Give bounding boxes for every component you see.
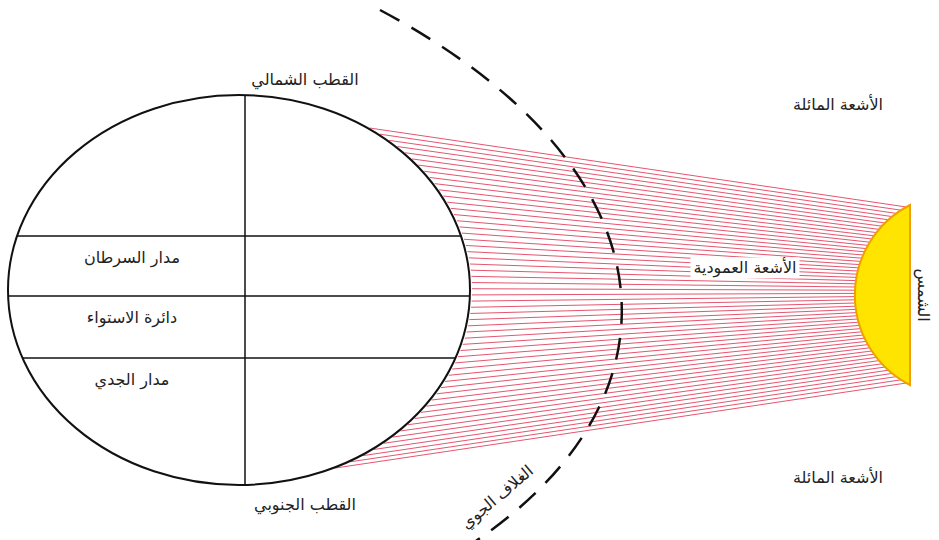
sun-ray — [335, 383, 906, 468]
atmosphere-arc — [380, 10, 622, 540]
sun-ray — [472, 293, 855, 295]
sun-ray — [447, 202, 868, 245]
diagram-label: مدار الجدي — [92, 369, 173, 390]
globe-lines — [8, 95, 470, 485]
sun-ray — [472, 289, 855, 290]
sun-ray — [461, 322, 859, 350]
sun-ray — [405, 153, 889, 220]
sun-ray — [471, 300, 855, 307]
sun-ray — [467, 313, 857, 332]
latitude-line — [23, 357, 456, 359]
sun-ray — [466, 245, 859, 267]
diagram-label: الأشعة المائلة — [790, 94, 886, 115]
sun-ray — [457, 221, 863, 255]
sun-ray — [454, 215, 865, 252]
rotated-label: الغلاف الجوي — [454, 458, 540, 535]
earth-globe — [8, 95, 470, 485]
sun-ray — [384, 370, 889, 443]
latitude-line — [17, 235, 461, 237]
sun-ray — [464, 239, 860, 264]
diagram-label: الأشعة العمودية — [690, 257, 799, 278]
sun-ray — [393, 367, 886, 437]
sun-ray — [472, 283, 855, 287]
diagram-label: مدار السرطان — [81, 247, 183, 268]
sun-ray — [363, 377, 897, 456]
sun-ray — [370, 128, 907, 207]
sun-ray — [421, 354, 874, 412]
sun-ray — [424, 171, 879, 229]
sun-ray — [350, 380, 901, 462]
diagram-label: الأشعة المائلة — [790, 467, 886, 488]
sun-ray — [439, 190, 872, 239]
sun-ray — [468, 309, 856, 325]
diagram-label: دائرة الاستواء — [84, 307, 180, 328]
diagram-label: القطب الشمالي — [248, 69, 361, 90]
sun-disc — [855, 205, 910, 385]
sun-ray — [462, 233, 861, 261]
sun-ray — [465, 316, 857, 338]
sun-ray — [374, 373, 892, 449]
diagram-label: القطب الجنوبي — [251, 494, 359, 515]
sun-ray — [472, 297, 855, 301]
sun-rays — [335, 128, 906, 468]
sun-ray — [432, 348, 870, 400]
sun-ray — [441, 341, 866, 387]
rotated-label: الشمس — [912, 265, 933, 324]
sun-ray — [455, 329, 861, 363]
earth-axis — [244, 95, 246, 485]
sun-ray — [408, 361, 879, 425]
sun-ray — [397, 147, 892, 217]
latitude-line — [8, 295, 470, 297]
